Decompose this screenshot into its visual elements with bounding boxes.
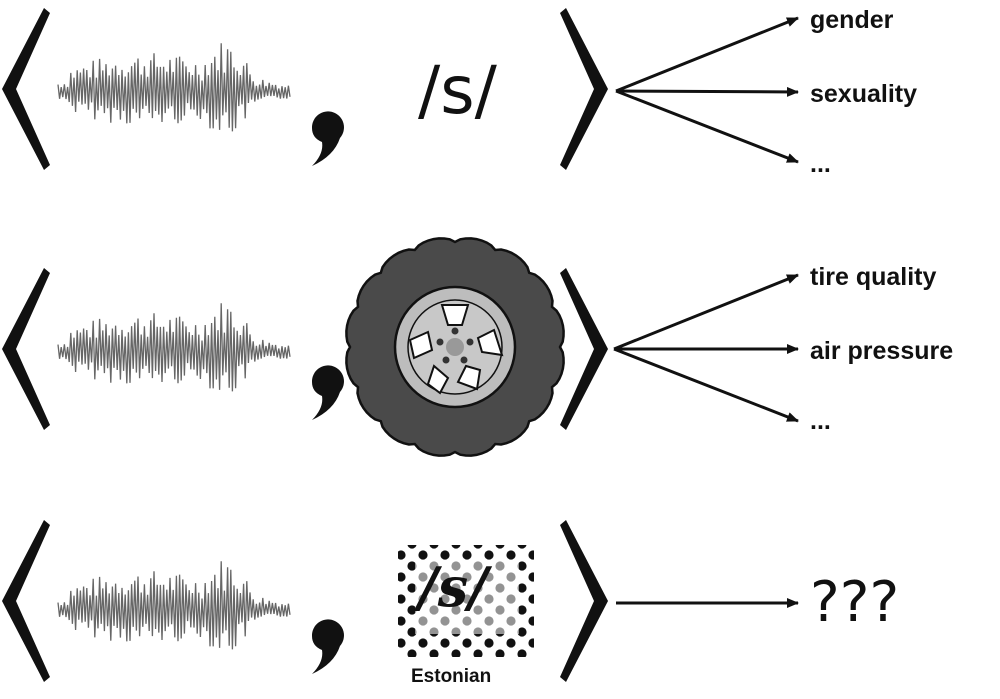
right-angle-bracket (560, 520, 608, 682)
left-angle-bracket (2, 520, 50, 682)
right-angle-bracket (560, 268, 608, 430)
waveform-trace (57, 561, 291, 650)
row-3 (2, 520, 799, 682)
output-air-pressure: air pressure (810, 337, 954, 365)
waveform-1 (57, 43, 291, 132)
arrow-to-gender (615, 16, 799, 93)
waveform-3 (57, 561, 291, 650)
phoneme-s-label: /s/ (418, 52, 497, 129)
output-sexuality: sexuality (810, 80, 918, 108)
output-tire-quality: tire quality (810, 263, 937, 291)
tire-icon (345, 237, 565, 457)
output-unknown: ??? (810, 570, 900, 635)
arrow-to-more-1 (615, 89, 799, 164)
comma (311, 111, 344, 166)
output-gender: gender (810, 6, 894, 34)
arrow-to-tire-quality (613, 273, 799, 351)
arrow-to-sexuality (615, 86, 799, 97)
left-angle-bracket (2, 8, 50, 170)
row-2 (2, 237, 799, 457)
row-1 (2, 8, 799, 170)
output-more-2: ... (810, 407, 831, 435)
left-angle-bracket (2, 268, 50, 430)
output-more-1: ... (810, 150, 831, 178)
estonian-phoneme-image (398, 545, 534, 657)
comma (311, 365, 344, 420)
waveform-trace (57, 303, 291, 392)
estonian-s-symbol: /s/ (418, 555, 488, 619)
waveform-trace (57, 43, 291, 132)
comma (311, 619, 344, 674)
right-angle-bracket (560, 8, 608, 170)
waveform-2 (57, 303, 291, 392)
arrow-to-more-2 (613, 347, 799, 423)
estonian-caption: Estonian (411, 666, 492, 687)
